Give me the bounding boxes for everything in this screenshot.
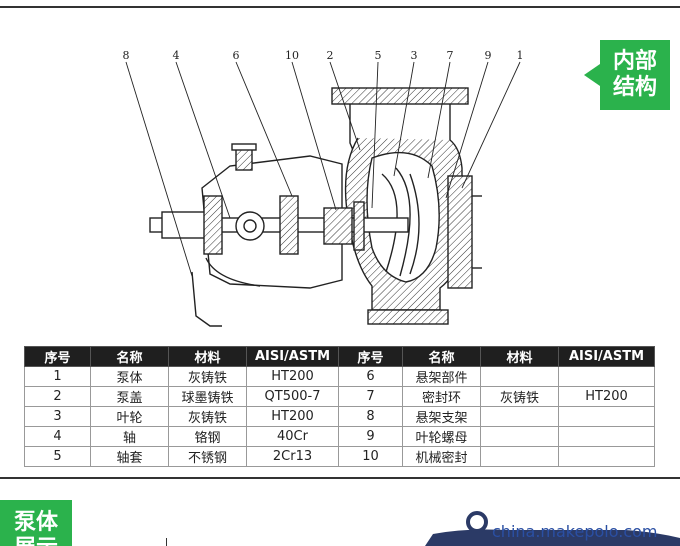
cell	[480, 446, 559, 467]
callout-2: 2	[327, 49, 334, 62]
table-row: 4 轴 铬钢 40Cr 9 叶轮螺母	[24, 426, 655, 447]
motor-image-edge	[425, 511, 680, 546]
badge-line-1: 泵体	[13, 510, 58, 535]
callout-6: 6	[233, 49, 240, 62]
cell: 悬架支架	[402, 406, 481, 427]
cell: 密封环	[402, 386, 481, 407]
cell: HT200	[246, 366, 339, 387]
cell: 铬钢	[168, 426, 247, 447]
cell: 6	[338, 366, 403, 387]
table-row: 1 泵体 灰铸铁 HT200 6 悬架部件	[24, 366, 655, 387]
table-row: 3 叶轮 灰铸铁 HT200 8 悬架支架	[24, 406, 655, 427]
cell: 3	[24, 406, 91, 427]
top-divider	[0, 6, 680, 8]
callout-3: 3	[411, 49, 418, 62]
callout-8: 8	[123, 49, 130, 62]
callout-4: 4	[173, 49, 180, 62]
header-name-2: 名称	[402, 346, 481, 367]
cell	[558, 406, 655, 427]
cell	[480, 366, 559, 387]
callout-10: 10	[285, 49, 299, 62]
parts-table: 序号 名称 材料 AISI/ASTM 序号 名称 材料 AISI/ASTM 1 …	[24, 346, 655, 467]
cell: 叶轮	[90, 406, 169, 427]
cell: 轴	[90, 426, 169, 447]
header-name: 名称	[90, 346, 169, 367]
cell: 灰铸铁	[480, 386, 559, 407]
badge-line-1: 内部	[612, 49, 657, 74]
cell: 2	[24, 386, 91, 407]
section-badge-internal-structure: 内部 结构	[584, 40, 670, 110]
callout-1: 1	[517, 49, 524, 62]
cell: 叶轮螺母	[402, 426, 481, 447]
cell: 10	[338, 446, 403, 467]
header-index: 序号	[24, 346, 91, 367]
table-row: 5 轴套 不锈钢 2Cr13 10 机械密封	[24, 446, 655, 467]
section-divider	[0, 477, 680, 479]
cell: 灰铸铁	[168, 406, 247, 427]
header-material-2: 材料	[480, 346, 559, 367]
cell: 40Cr	[246, 426, 339, 447]
cell: 悬架部件	[402, 366, 481, 387]
section-badge-pump-body: 泵体 展示	[0, 500, 72, 546]
cell: 不锈钢	[168, 446, 247, 467]
cell: 泵体	[90, 366, 169, 387]
cell: 泵盖	[90, 386, 169, 407]
cell: 球墨铸铁	[168, 386, 247, 407]
cell: 1	[24, 366, 91, 387]
header-aisi-astm: AISI/ASTM	[246, 346, 339, 367]
cell: 8	[338, 406, 403, 427]
header-index-2: 序号	[338, 346, 403, 367]
cell	[480, 406, 559, 427]
cell: HT200	[558, 386, 655, 407]
badge-line-2: 结构	[612, 75, 657, 100]
cell: 2Cr13	[246, 446, 339, 467]
cell: 轴套	[90, 446, 169, 467]
pump-cross-section-diagram: 8 4 6 10 2 5 3 7 9 1	[123, 49, 524, 327]
cell	[480, 426, 559, 447]
callout-9: 9	[485, 49, 492, 62]
cell: 5	[24, 446, 91, 467]
cell: 7	[338, 386, 403, 407]
callout-7: 7	[447, 49, 454, 62]
cell: QT500-7	[246, 386, 339, 407]
cell: 9	[338, 426, 403, 447]
header-aisi-astm-2: AISI/ASTM	[558, 346, 655, 367]
cell: 灰铸铁	[168, 366, 247, 387]
cell	[558, 446, 655, 467]
callout-5: 5	[375, 49, 382, 62]
header-material: 材料	[168, 346, 247, 367]
cell: 机械密封	[402, 446, 481, 467]
badge-line-2: 展示	[0, 536, 72, 546]
watermark-text: china.makepolo.com	[492, 522, 658, 541]
cell	[558, 426, 655, 447]
cell: 4	[24, 426, 91, 447]
cell	[558, 366, 655, 387]
table-row: 2 泵盖 球墨铸铁 QT500-7 7 密封环 灰铸铁 HT200	[24, 386, 655, 407]
cell: HT200	[246, 406, 339, 427]
table-header-row: 序号 名称 材料 AISI/ASTM 序号 名称 材料 AISI/ASTM	[24, 346, 655, 367]
divider-tick	[166, 538, 167, 546]
